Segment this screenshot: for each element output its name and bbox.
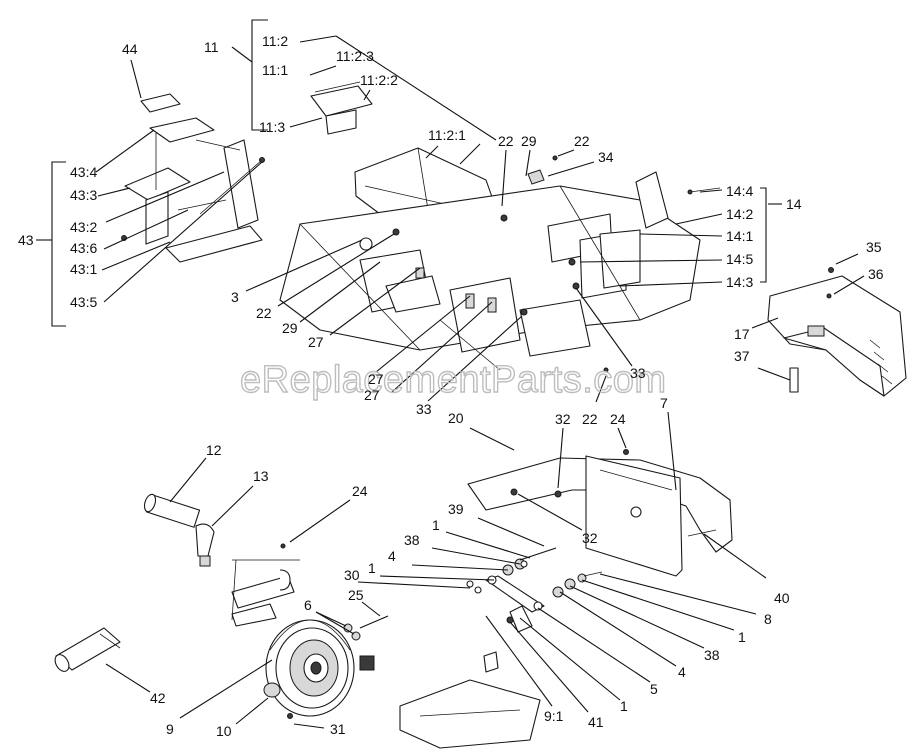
callout-24-left: 24 bbox=[352, 483, 368, 499]
part-9-clutch bbox=[265, 619, 375, 719]
callout-11-2: 11:2 bbox=[262, 33, 288, 49]
callout-24-right: 24 bbox=[610, 411, 626, 427]
callout-14-5: 14:5 bbox=[726, 251, 753, 267]
callout-33-b: 33 bbox=[630, 365, 646, 381]
callout-35: 35 bbox=[866, 239, 882, 255]
callout-34: 34 bbox=[598, 149, 614, 165]
callout-43-4: 43:4 bbox=[70, 164, 97, 180]
callout-22-lower: 22 bbox=[582, 411, 598, 427]
callout-11-2-2: 11:2:2 bbox=[360, 72, 398, 88]
callout-14-1: 14:1 bbox=[726, 228, 753, 244]
callout-11-2-3: 11:2:3 bbox=[336, 48, 374, 64]
callout-1-a: 1 bbox=[432, 517, 440, 533]
part-14-bracket bbox=[635, 171, 721, 229]
part-lower-deck bbox=[399, 651, 541, 749]
callout-27-a: 27 bbox=[308, 334, 324, 350]
callout-14: 14 bbox=[786, 196, 802, 212]
callout-32-top: 32 bbox=[555, 411, 571, 427]
callout-42: 42 bbox=[150, 690, 166, 706]
callout-6: 6 bbox=[304, 597, 312, 613]
callout-29-mid: 29 bbox=[282, 320, 298, 336]
callout-30: 30 bbox=[344, 567, 360, 583]
callout-7: 7 bbox=[660, 395, 668, 411]
callout-25: 25 bbox=[348, 587, 364, 603]
callout-27-c: 27 bbox=[364, 387, 380, 403]
watermark-text: eReplacementParts.com bbox=[240, 359, 667, 401]
callout-1-b: 1 bbox=[368, 560, 376, 576]
callout-43: 43 bbox=[18, 232, 34, 248]
callout-33-a: 33 bbox=[416, 401, 432, 417]
callout-11-1: 11:1 bbox=[262, 62, 288, 78]
callout-44: 44 bbox=[122, 41, 138, 57]
callout-13: 13 bbox=[253, 468, 269, 484]
callout-38-a: 38 bbox=[404, 532, 420, 548]
part-main-frame bbox=[279, 185, 701, 371]
part-20-frame-rail bbox=[467, 449, 733, 577]
callout-20: 20 bbox=[448, 410, 464, 426]
part-17-step bbox=[767, 267, 907, 397]
callout-14-3: 14:3 bbox=[726, 274, 753, 290]
callout-5: 5 bbox=[650, 681, 658, 697]
callout-27-b: 27 bbox=[368, 371, 384, 387]
callout-43-2: 43:2 bbox=[70, 219, 97, 235]
callout-1-d: 1 bbox=[620, 698, 628, 714]
part-42-handle bbox=[54, 627, 121, 672]
callout-10: 10 bbox=[216, 723, 232, 739]
part-10-spacer bbox=[263, 682, 281, 698]
callout-14-2: 14:2 bbox=[726, 206, 753, 222]
leader-lines bbox=[36, 19, 865, 729]
callout-1-c: 1 bbox=[738, 629, 746, 645]
callout-12: 12 bbox=[206, 442, 222, 458]
part-34-clip bbox=[527, 155, 558, 185]
callout-36: 36 bbox=[868, 266, 884, 282]
callout-39: 39 bbox=[448, 501, 464, 517]
callout-9: 9 bbox=[166, 721, 174, 737]
callout-4-a: 4 bbox=[388, 548, 396, 564]
callout-22-top-right: 22 bbox=[574, 133, 590, 149]
callout-43-5: 43:5 bbox=[70, 294, 97, 310]
callout-4-b: 4 bbox=[678, 664, 686, 680]
callout-43-6: 43:6 bbox=[70, 240, 97, 256]
callout-32-lower: 32 bbox=[582, 530, 598, 546]
part-13-elbow bbox=[195, 523, 215, 567]
callout-31: 31 bbox=[330, 721, 346, 737]
callout-40: 40 bbox=[774, 590, 790, 606]
part-linkage bbox=[231, 547, 603, 633]
callout-43-3: 43:3 bbox=[70, 187, 97, 203]
callout-37: 37 bbox=[734, 348, 750, 364]
part-11-assembly bbox=[310, 81, 373, 135]
callout-labels: 44 11 11:2 11:2:3 11:1 11:2:2 11:3 11:2:… bbox=[18, 33, 884, 739]
part-small-fasteners bbox=[280, 367, 609, 549]
part-44-plate bbox=[140, 93, 181, 113]
callout-38-b: 38 bbox=[704, 647, 720, 663]
callout-11: 11 bbox=[204, 39, 219, 55]
callout-41: 41 bbox=[588, 714, 604, 730]
part-25-bolt bbox=[343, 615, 389, 641]
part-43-assembly bbox=[121, 117, 265, 263]
callout-29-top: 29 bbox=[521, 133, 537, 149]
callout-43-1: 43:1 bbox=[70, 261, 97, 277]
callout-11-2-1: 11:2:1 bbox=[428, 127, 466, 143]
callout-9-1: 9:1 bbox=[544, 708, 564, 724]
part-12-tube bbox=[143, 493, 201, 528]
callout-22-top: 22 bbox=[498, 133, 514, 149]
callout-22-mid: 22 bbox=[256, 305, 272, 321]
callout-3: 3 bbox=[231, 289, 239, 305]
callout-14-4: 14:4 bbox=[726, 183, 753, 199]
callout-11-3: 11:3 bbox=[259, 119, 285, 135]
callout-17: 17 bbox=[734, 326, 750, 342]
callout-8: 8 bbox=[764, 611, 772, 627]
